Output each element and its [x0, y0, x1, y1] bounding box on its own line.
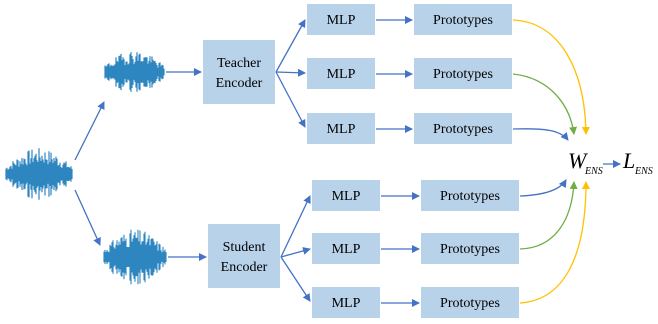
- teacher-prototypes-box-2: Prototypes: [414, 58, 512, 89]
- arrow-student-to-mlp-3: [280, 256, 311, 302]
- augmented-waveform-teacher-icon: [104, 52, 165, 92]
- teacher-encoder-label-line1: Teacher: [217, 56, 261, 71]
- arrow-student-to-mlp-2: [280, 247, 311, 258]
- teacher-encoder-label-line2: Encoder: [216, 76, 263, 91]
- student-mlp-label-3: MLP: [332, 296, 361, 311]
- teacher-encoder-box: Teacher Encoder: [203, 40, 275, 104]
- student-prototypes-label-1: Prototypes: [440, 189, 500, 204]
- arrow-student-to-mlp-1: [280, 195, 311, 258]
- input-waveform-icon: [5, 148, 73, 200]
- student-prototypes-label-2: Prototypes: [440, 242, 500, 257]
- ensemble-weight-subscript: ENS: [584, 166, 603, 177]
- student-mlp-label-2: MLP: [332, 242, 361, 257]
- teacher-prototypes-box-3: Prototypes: [414, 113, 512, 144]
- teacher-mlp-box-2: MLP: [307, 58, 375, 89]
- student-mlp-box-3: MLP: [312, 287, 380, 318]
- teacher-prototypes-label-2: Prototypes: [433, 67, 493, 82]
- arrow-input-to-teacher-view: [74, 101, 105, 161]
- student-prototypes-box-1: Prototypes: [421, 180, 519, 211]
- student-encoder-label-line1: Student: [223, 240, 266, 255]
- student-encoder-box: Student Encoder: [208, 224, 280, 288]
- teacher-mlp-label-1: MLP: [327, 13, 356, 28]
- arrow-teacher-prototypes-3-to-wens: [512, 128, 569, 141]
- ensemble-loss-subscript: ENS: [634, 166, 653, 177]
- teacher-mlp-label-2: MLP: [327, 67, 356, 82]
- student-mlp-label-1: MLP: [332, 189, 361, 204]
- arrow-teacher-prototypes-1-to-wens: [512, 19, 590, 135]
- arrow-student-prototypes-1-to-wens: [519, 179, 567, 197]
- arrow-teacher-prototypes-2-to-wens: [512, 73, 578, 135]
- student-encoder-label-line2: Encoder: [221, 260, 268, 275]
- teacher-mlp-box-3: MLP: [307, 113, 375, 144]
- teacher-mlp-label-3: MLP: [327, 122, 356, 137]
- arrow-teacher-to-mlp-2: [275, 68, 306, 77]
- student-prototypes-box-2: Prototypes: [421, 233, 519, 264]
- teacher-prototypes-label-3: Prototypes: [433, 122, 493, 137]
- student-prototypes-box-3: Prototypes: [421, 287, 519, 318]
- student-mlp-box-1: MLP: [312, 180, 380, 211]
- arrow-teacher-to-mlp-3: [275, 71, 306, 128]
- arrow-student-prototypes-2-to-wens: [519, 181, 578, 250]
- arrow-student-prototypes-3-to-wens: [519, 181, 590, 304]
- arrow-teacher-to-mlp-1: [275, 19, 306, 73]
- teacher-mlp-box-1: MLP: [307, 4, 375, 35]
- ensemble-weight-symbol: W: [568, 148, 588, 173]
- teacher-prototypes-box-1: Prototypes: [414, 4, 512, 35]
- student-mlp-box-2: MLP: [312, 233, 380, 264]
- arrow-input-to-student-view: [74, 189, 101, 246]
- teacher-prototypes-label-1: Prototypes: [433, 13, 493, 28]
- augmented-waveform-student-icon: [103, 229, 167, 285]
- student-prototypes-label-3: Prototypes: [440, 296, 500, 311]
- ensemble-loss-symbol: L: [622, 148, 635, 173]
